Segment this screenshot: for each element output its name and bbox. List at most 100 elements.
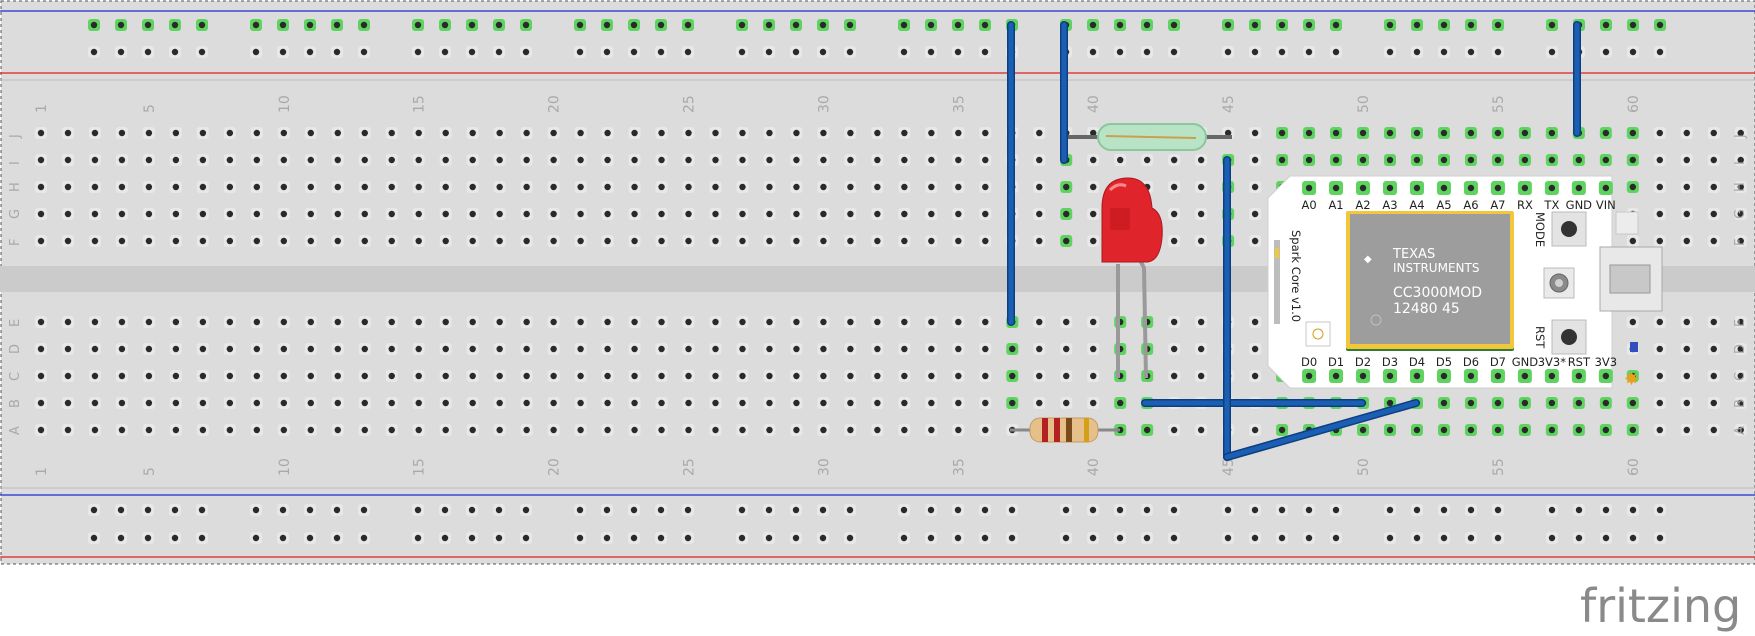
rail-hole-center — [954, 48, 962, 56]
column-number-top: 25 — [682, 95, 698, 113]
rail-hole-center — [819, 506, 827, 514]
mode-label: MODE — [1533, 212, 1547, 247]
breadboard-hole-center — [793, 399, 800, 407]
mode-button[interactable] — [1551, 211, 1587, 247]
core-bottom-pin-label: D1 — [1328, 355, 1344, 369]
rail-hole-center — [630, 534, 638, 542]
rail-hole-center — [1494, 48, 1502, 56]
spark-core-title: Spark Core v1.0 — [1289, 230, 1303, 322]
core-top-pin-label: TX — [1543, 198, 1559, 212]
breadboard-hole-center — [658, 237, 665, 245]
breadboard-hole-center — [955, 237, 962, 245]
breadboard-hole-center — [118, 318, 126, 326]
rail-hole-center — [1386, 48, 1394, 56]
breadboard-hole-center — [1251, 129, 1259, 137]
breadboard-hole-center — [955, 156, 962, 164]
breadboard-hole-center — [658, 318, 665, 326]
rail-hole-center — [1413, 506, 1421, 514]
red-led[interactable] — [1101, 177, 1163, 379]
breadboard-hole-center — [658, 210, 665, 218]
breadboard-hole-center — [91, 372, 99, 380]
rail-hole-center — [252, 48, 260, 56]
breadboard-hole-center — [1683, 372, 1690, 380]
core-top-pin-label: A6 — [1463, 198, 1478, 212]
rail-hole-center — [90, 534, 98, 542]
breadboard-hole-center — [847, 399, 854, 407]
breadboard-hole-center — [1737, 372, 1744, 380]
breadboard-hole-center — [415, 129, 422, 137]
breadboard-hole-center — [1090, 345, 1097, 353]
breadboard-hole-center — [1170, 345, 1178, 353]
mode-button-cap[interactable] — [1561, 221, 1577, 237]
breadboard-hole-center — [739, 345, 746, 353]
rail-hole-center — [495, 534, 503, 542]
rail-hole-center — [252, 506, 260, 514]
rst-button-cap[interactable] — [1561, 329, 1577, 345]
jumper-wire[interactable] — [1224, 400, 1419, 460]
breadboard-hole-center — [901, 156, 908, 164]
breadboard-hole-center — [388, 156, 395, 164]
rail-hole-center — [738, 534, 746, 542]
breadboard-hole-center — [766, 399, 773, 407]
rail-hole-center — [927, 506, 935, 514]
breadboard-hole-center — [1197, 156, 1205, 164]
breadboard-hole-center — [172, 426, 180, 434]
jumper-wires[interactable] — [1007, 21, 1581, 461]
breadboard-hole-center — [415, 345, 422, 353]
breadboard-hole-center — [523, 426, 530, 434]
breadboard-hole-center — [874, 129, 881, 137]
reed-switch[interactable] — [1064, 123, 1232, 151]
row-letter-right: I — [1733, 161, 1748, 165]
breadboard-hole-center — [766, 183, 773, 191]
core-bottom-pin-label: D3 — [1382, 355, 1398, 369]
rail-hole-center — [765, 534, 773, 542]
breadboard-hole-center — [388, 345, 395, 353]
breadboard-hole-center — [1036, 372, 1043, 380]
breadboard-hole-center — [712, 129, 719, 137]
breadboard-hole-center — [1710, 183, 1717, 191]
breadboard-hole-center — [253, 210, 261, 218]
breadboard-hole-center — [1009, 372, 1016, 380]
resistor[interactable] — [1010, 417, 1120, 443]
breadboard-hole-center — [1170, 426, 1178, 434]
breadboard-hole-center — [1305, 156, 1313, 164]
breadboard-hole-center — [1090, 372, 1097, 380]
rail-hole-center — [333, 534, 341, 542]
core-pin-hole — [1305, 184, 1313, 192]
breadboard-hole-center — [1197, 426, 1205, 434]
breadboard-hole-center — [1548, 129, 1556, 137]
breadboard-hole-center — [550, 345, 557, 353]
rail-hole-center — [1467, 48, 1475, 56]
band-4 — [1084, 418, 1089, 442]
breadboard-hole-center — [253, 156, 261, 164]
rail-hole-center — [1629, 534, 1637, 542]
breadboard-hole-center — [1602, 129, 1610, 137]
breadboard-hole-center — [1710, 156, 1717, 164]
rail-hole-center — [1386, 534, 1394, 542]
breadboard-hole-center — [739, 183, 746, 191]
breadboard-hole-center — [874, 183, 881, 191]
breadboard-hole-center — [955, 210, 962, 218]
core-bottom-pin-label: D6 — [1463, 355, 1479, 369]
rail-hole-center — [1494, 21, 1502, 29]
breadboard-hole-center — [766, 318, 773, 326]
rail-hole-center — [117, 534, 125, 542]
breadboard-hole-center — [388, 372, 395, 380]
rail-hole-center — [495, 48, 503, 56]
breadboard-hole-center — [928, 237, 935, 245]
rail-hole-center — [576, 534, 584, 542]
breadboard-hole-center — [712, 426, 719, 434]
breadboard-hole-center — [577, 183, 584, 191]
breadboard-hole-center — [1143, 156, 1151, 164]
breadboard-hole-center — [172, 129, 180, 137]
rail-hole-center — [171, 534, 179, 542]
breadboard-hole-center — [1683, 318, 1690, 326]
rail-hole-center — [1170, 506, 1178, 514]
breadboard-hole-center — [1036, 345, 1043, 353]
breadboard-hole-center — [91, 318, 99, 326]
breadboard-hole-center — [118, 237, 126, 245]
breadboard-hole-center — [1521, 399, 1529, 407]
breadboard-hole-center — [64, 210, 72, 218]
breadboard-hole-center — [1737, 345, 1744, 353]
